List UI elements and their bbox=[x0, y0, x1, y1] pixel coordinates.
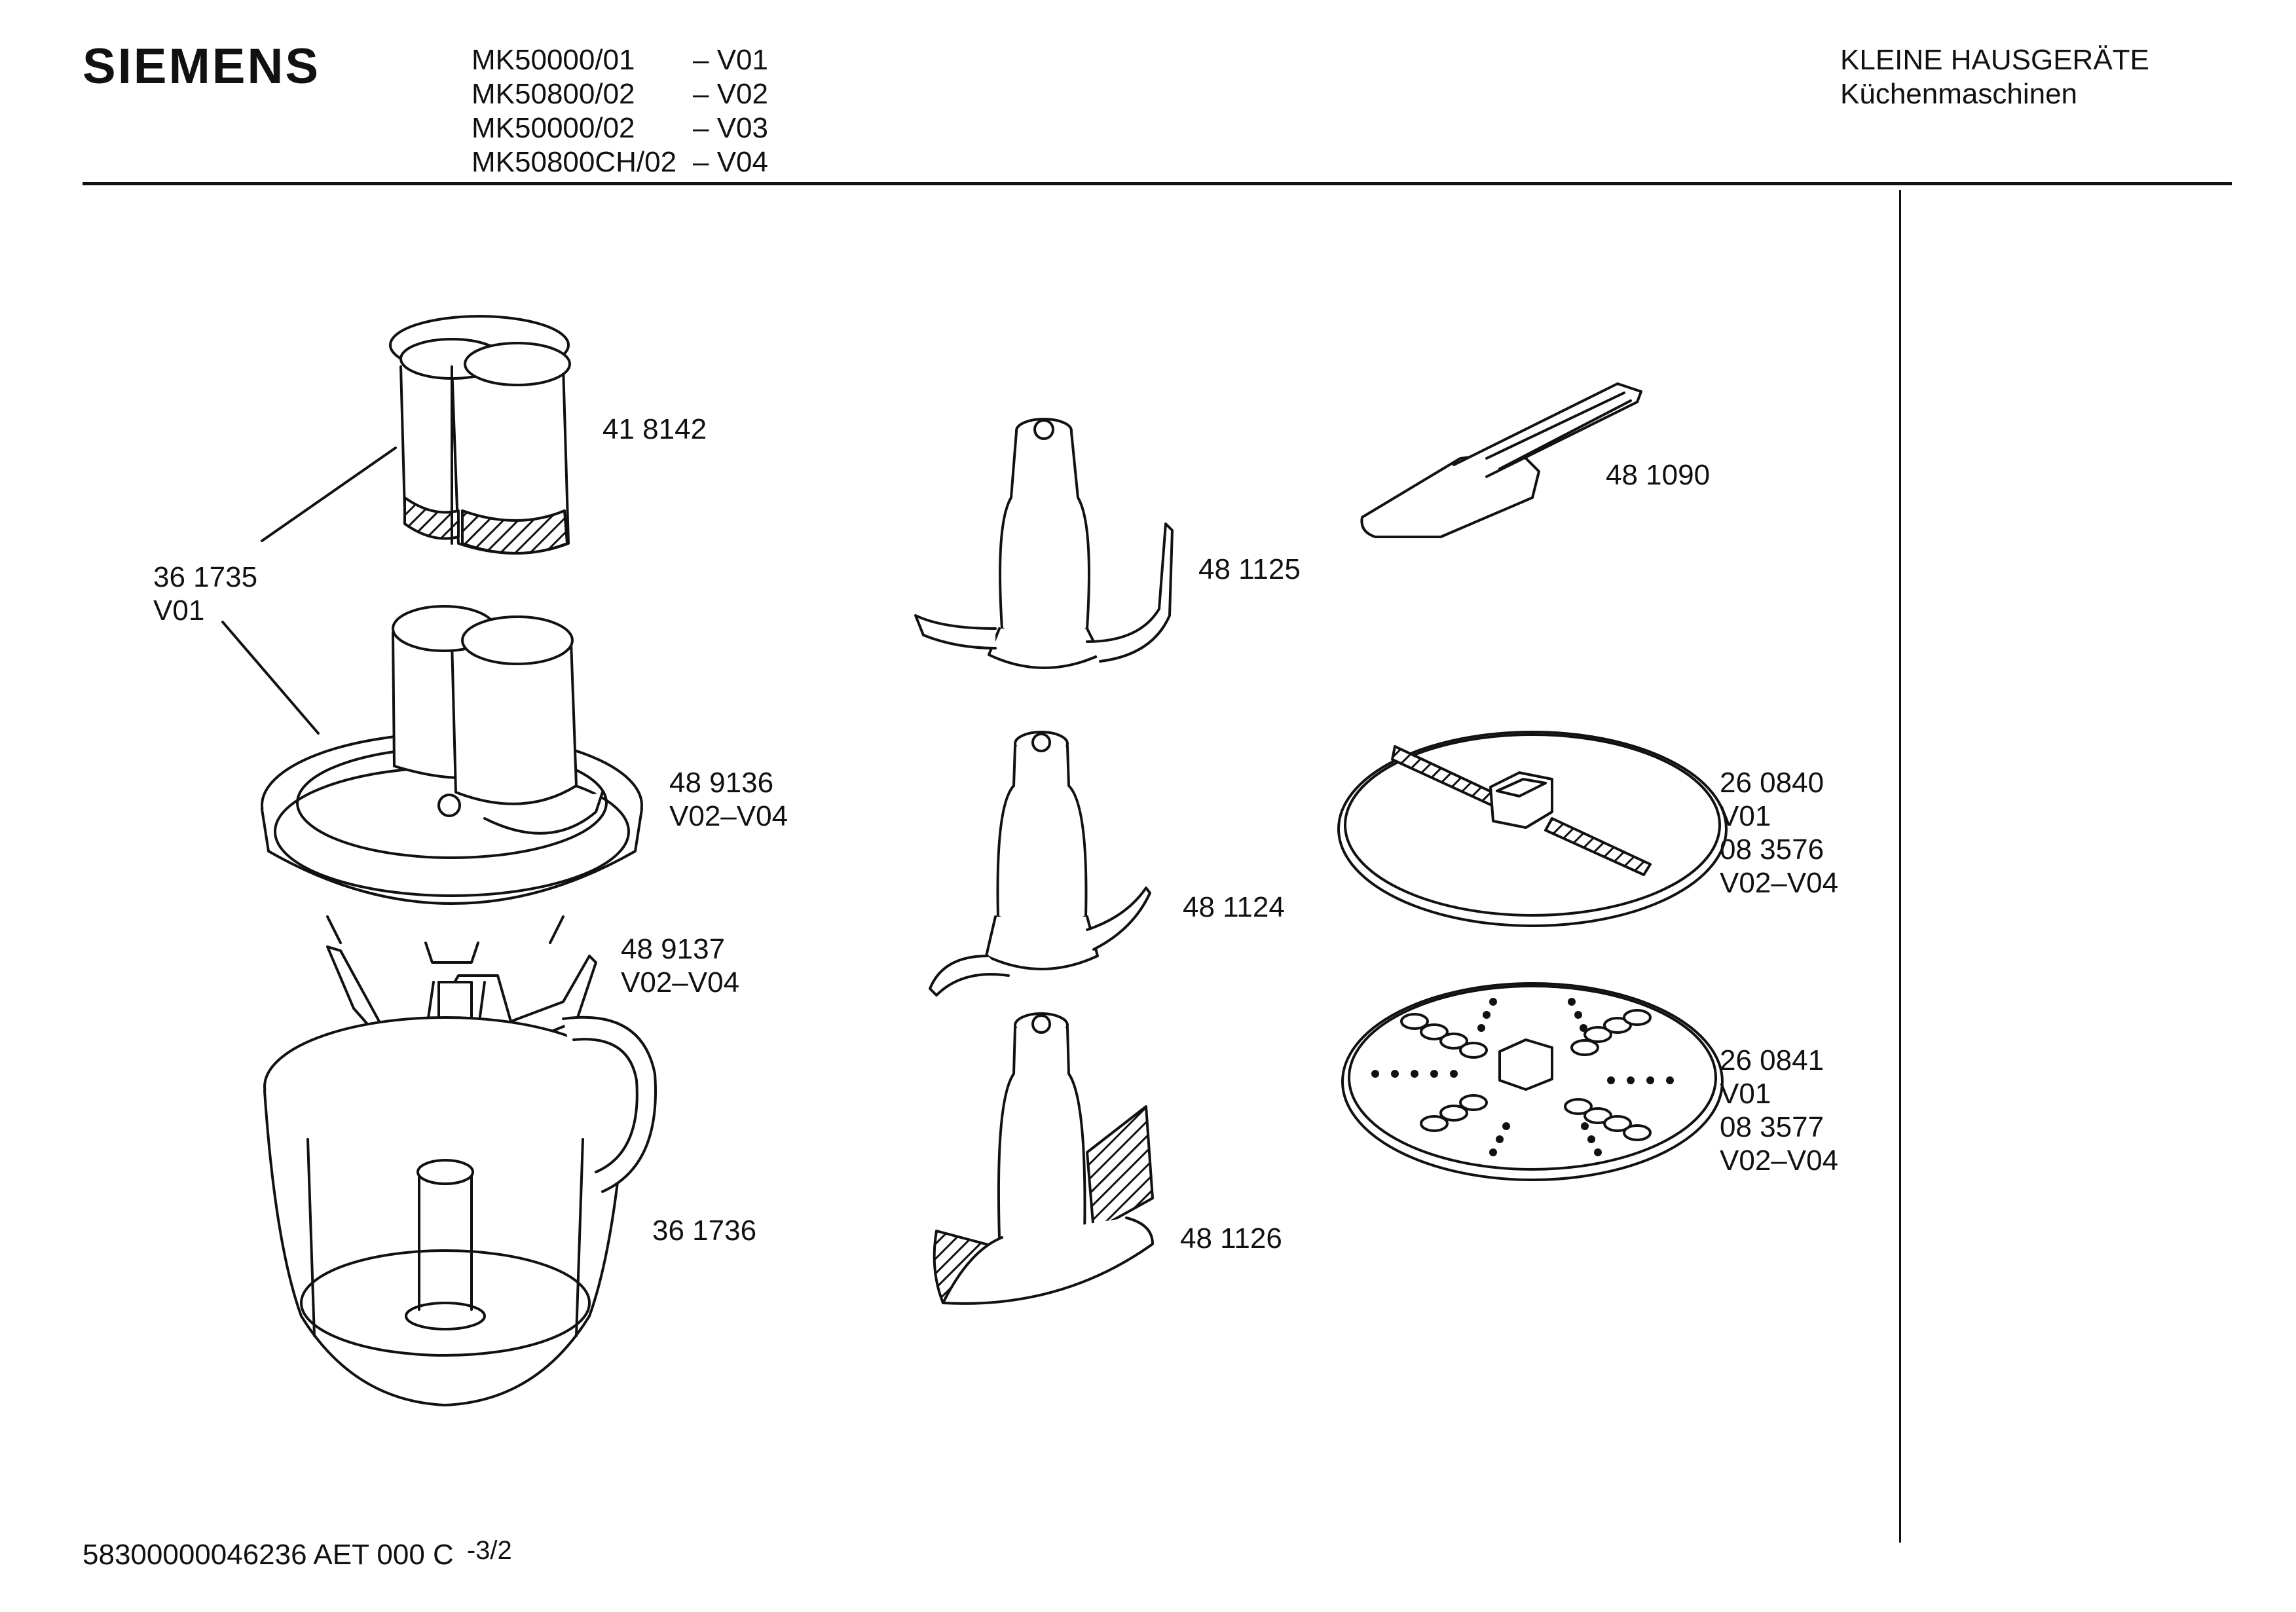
part-variant: V01 bbox=[1720, 800, 1771, 832]
part-number-label: 48 1126 bbox=[1180, 1222, 1282, 1255]
part-number: 08 3577 bbox=[1720, 1111, 1824, 1143]
category-block: KLEINE HAUSGERÄTE Küchenmaschinen bbox=[1840, 43, 2149, 111]
model-list: MK50000/01 – V01 MK50800/02 – V02 MK50000/… bbox=[472, 43, 768, 179]
document-footer: 58300000046236 AET 000 C -3/2 bbox=[83, 1536, 512, 1571]
part-number: 08 3576 bbox=[1720, 833, 1824, 866]
part-variant: V02–V04 bbox=[1720, 1145, 1839, 1177]
model-number: MK50000/01 bbox=[472, 44, 635, 76]
part-variant: V01 bbox=[153, 595, 205, 627]
part-number: 36 1735 bbox=[153, 561, 258, 593]
part-number-label: 36 1736 bbox=[652, 1215, 757, 1247]
part-variant: V01 bbox=[1720, 1078, 1771, 1110]
model-variant: – V03 bbox=[693, 112, 768, 144]
model-number: MK50800/02 bbox=[472, 78, 635, 110]
pusher-part-418142 bbox=[389, 315, 571, 555]
brand-logo: SIEMENS bbox=[83, 39, 321, 94]
part-number-label: 48 9137 V02–V04 bbox=[621, 932, 739, 999]
blade-part-481126 bbox=[933, 1012, 1154, 1305]
category-title: KLEINE HAUSGERÄTE bbox=[1840, 44, 2149, 76]
document-code: 58300000046236 AET 000 C bbox=[83, 1539, 454, 1571]
grating-disc-part-260841 bbox=[1341, 982, 1724, 1181]
model-row: MK50800CH/02 – V04 bbox=[472, 145, 768, 179]
part-number-label: 26 0840 V01 08 3576 V02–V04 bbox=[1720, 766, 1838, 900]
part-variant: V02–V04 bbox=[669, 800, 788, 832]
part-number-label: 48 9136 V02–V04 bbox=[669, 766, 788, 833]
bowl-part-361736 bbox=[263, 1016, 657, 1406]
model-variant: – V02 bbox=[693, 78, 768, 110]
slicing-disc-part-260840 bbox=[1337, 731, 1728, 927]
model-number: MK50000/02 bbox=[472, 112, 635, 144]
part-number-label: 41 8142 bbox=[602, 413, 707, 445]
part-variant: V02–V04 bbox=[621, 966, 740, 998]
blade-part-481124 bbox=[929, 731, 1151, 997]
model-number: MK50800CH/02 bbox=[472, 146, 677, 178]
page-number: -3/2 bbox=[466, 1536, 512, 1565]
part-number: 26 0841 bbox=[1720, 1044, 1824, 1076]
spatula-part-481090 bbox=[1360, 382, 1642, 538]
header-rule bbox=[83, 182, 2232, 185]
model-row: MK50000/01 – V01 bbox=[472, 43, 768, 77]
leader-line bbox=[261, 447, 397, 542]
part-number-label: 48 1124 bbox=[1183, 891, 1285, 923]
part-number-label: 26 0841 V01 08 3577 V02–V04 bbox=[1720, 1044, 1838, 1177]
part-number: 48 9136 bbox=[669, 767, 774, 799]
model-variant: – V01 bbox=[693, 44, 768, 76]
model-variant: – V04 bbox=[693, 146, 768, 178]
model-row: MK50800/02 – V02 bbox=[472, 77, 768, 111]
part-number-label: 48 1125 bbox=[1198, 553, 1301, 585]
blade-part-481125 bbox=[914, 418, 1174, 669]
part-variant: V02–V04 bbox=[1720, 867, 1839, 899]
lid-part-489136 bbox=[261, 605, 643, 964]
part-number-label: 36 1735 V01 bbox=[153, 560, 257, 627]
part-number-label: 48 1090 bbox=[1606, 459, 1711, 491]
part-number: 26 0840 bbox=[1720, 767, 1824, 799]
model-row: MK50000/02 – V03 bbox=[472, 111, 768, 145]
column-divider bbox=[1899, 190, 1901, 1543]
subcategory-title: Küchenmaschinen bbox=[1840, 78, 2078, 110]
part-number: 48 9137 bbox=[621, 933, 726, 965]
leader-line bbox=[221, 621, 320, 735]
